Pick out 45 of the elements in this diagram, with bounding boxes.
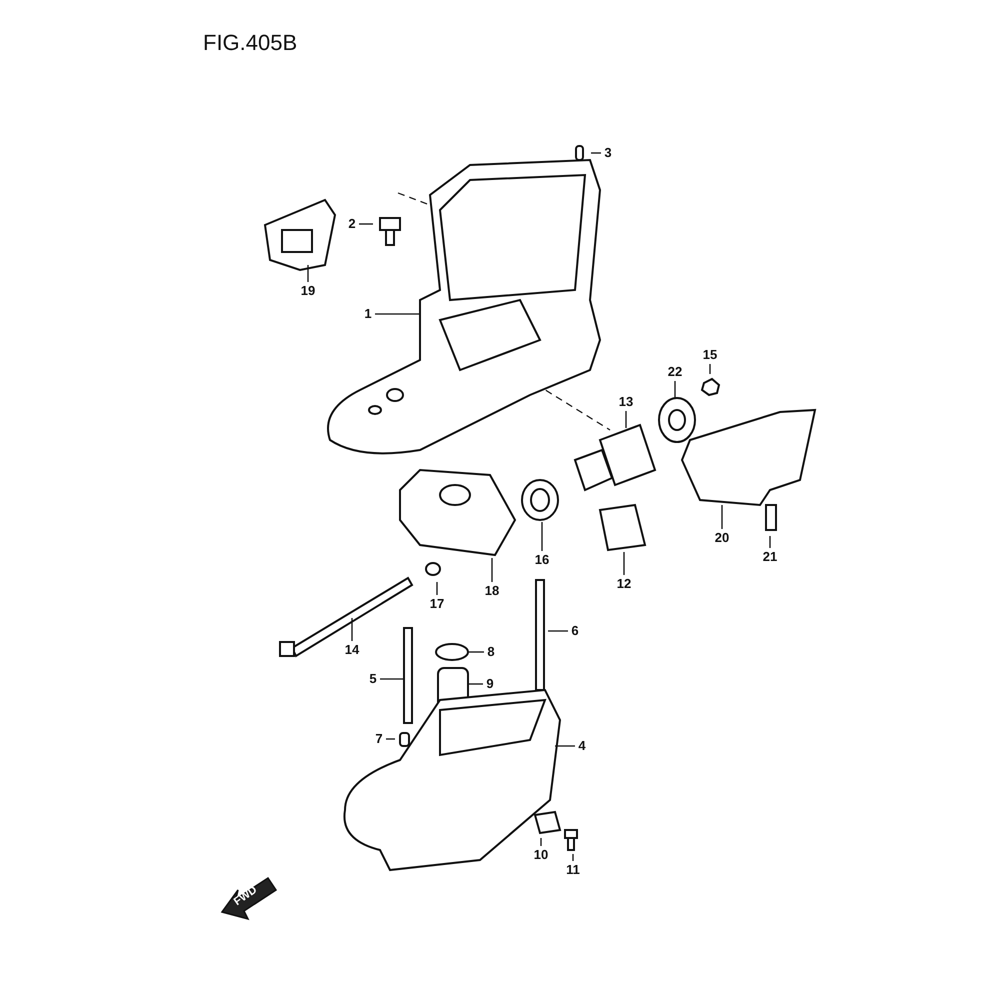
leader-line (359, 223, 373, 225)
leader-line (540, 838, 542, 846)
callout-number: 19 (298, 283, 318, 299)
leader-line (555, 745, 575, 747)
callout-number: 21 (760, 549, 780, 565)
leader-line (548, 630, 568, 632)
callout-number: 17 (427, 596, 447, 612)
callout-number: 16 (532, 552, 552, 568)
leader-line (709, 364, 711, 374)
leader-line (625, 411, 627, 428)
callout-number: 1 (362, 306, 374, 322)
leader-line (491, 558, 493, 582)
callout-number: 8 (485, 644, 497, 660)
callout-number: 9 (484, 676, 496, 692)
leader-line (468, 683, 483, 685)
leader-line (674, 381, 676, 398)
leader-line (375, 313, 420, 315)
leader-line (351, 618, 353, 641)
leader-line (541, 522, 543, 551)
leader-line (436, 582, 438, 595)
callout-number: 15 (700, 347, 720, 363)
callout-number: 2 (346, 216, 358, 232)
callout-number: 6 (569, 623, 581, 639)
callout-number: 18 (482, 583, 502, 599)
callout-number: 3 (602, 145, 614, 161)
callout-number: 7 (373, 731, 385, 747)
callout-number: 10 (531, 847, 551, 863)
leader-line (386, 738, 395, 740)
callout-number: 13 (616, 394, 636, 410)
figure-title: FIG.405B (203, 30, 298, 56)
leader-line (307, 265, 309, 282)
leader-line (769, 536, 771, 548)
callout-number: 22 (665, 364, 685, 380)
callout-number: 14 (342, 642, 362, 658)
leader-line (591, 152, 601, 154)
callout-number: 11 (563, 862, 583, 878)
callout-number: 4 (576, 738, 588, 754)
callout-number: 5 (367, 671, 379, 687)
leader-line (721, 505, 723, 529)
callout-number: 12 (614, 576, 634, 592)
callout-number: 20 (712, 530, 732, 546)
leader-line (623, 552, 625, 575)
leader-line (468, 651, 484, 653)
leader-line (380, 678, 404, 680)
leader-line (572, 854, 574, 861)
